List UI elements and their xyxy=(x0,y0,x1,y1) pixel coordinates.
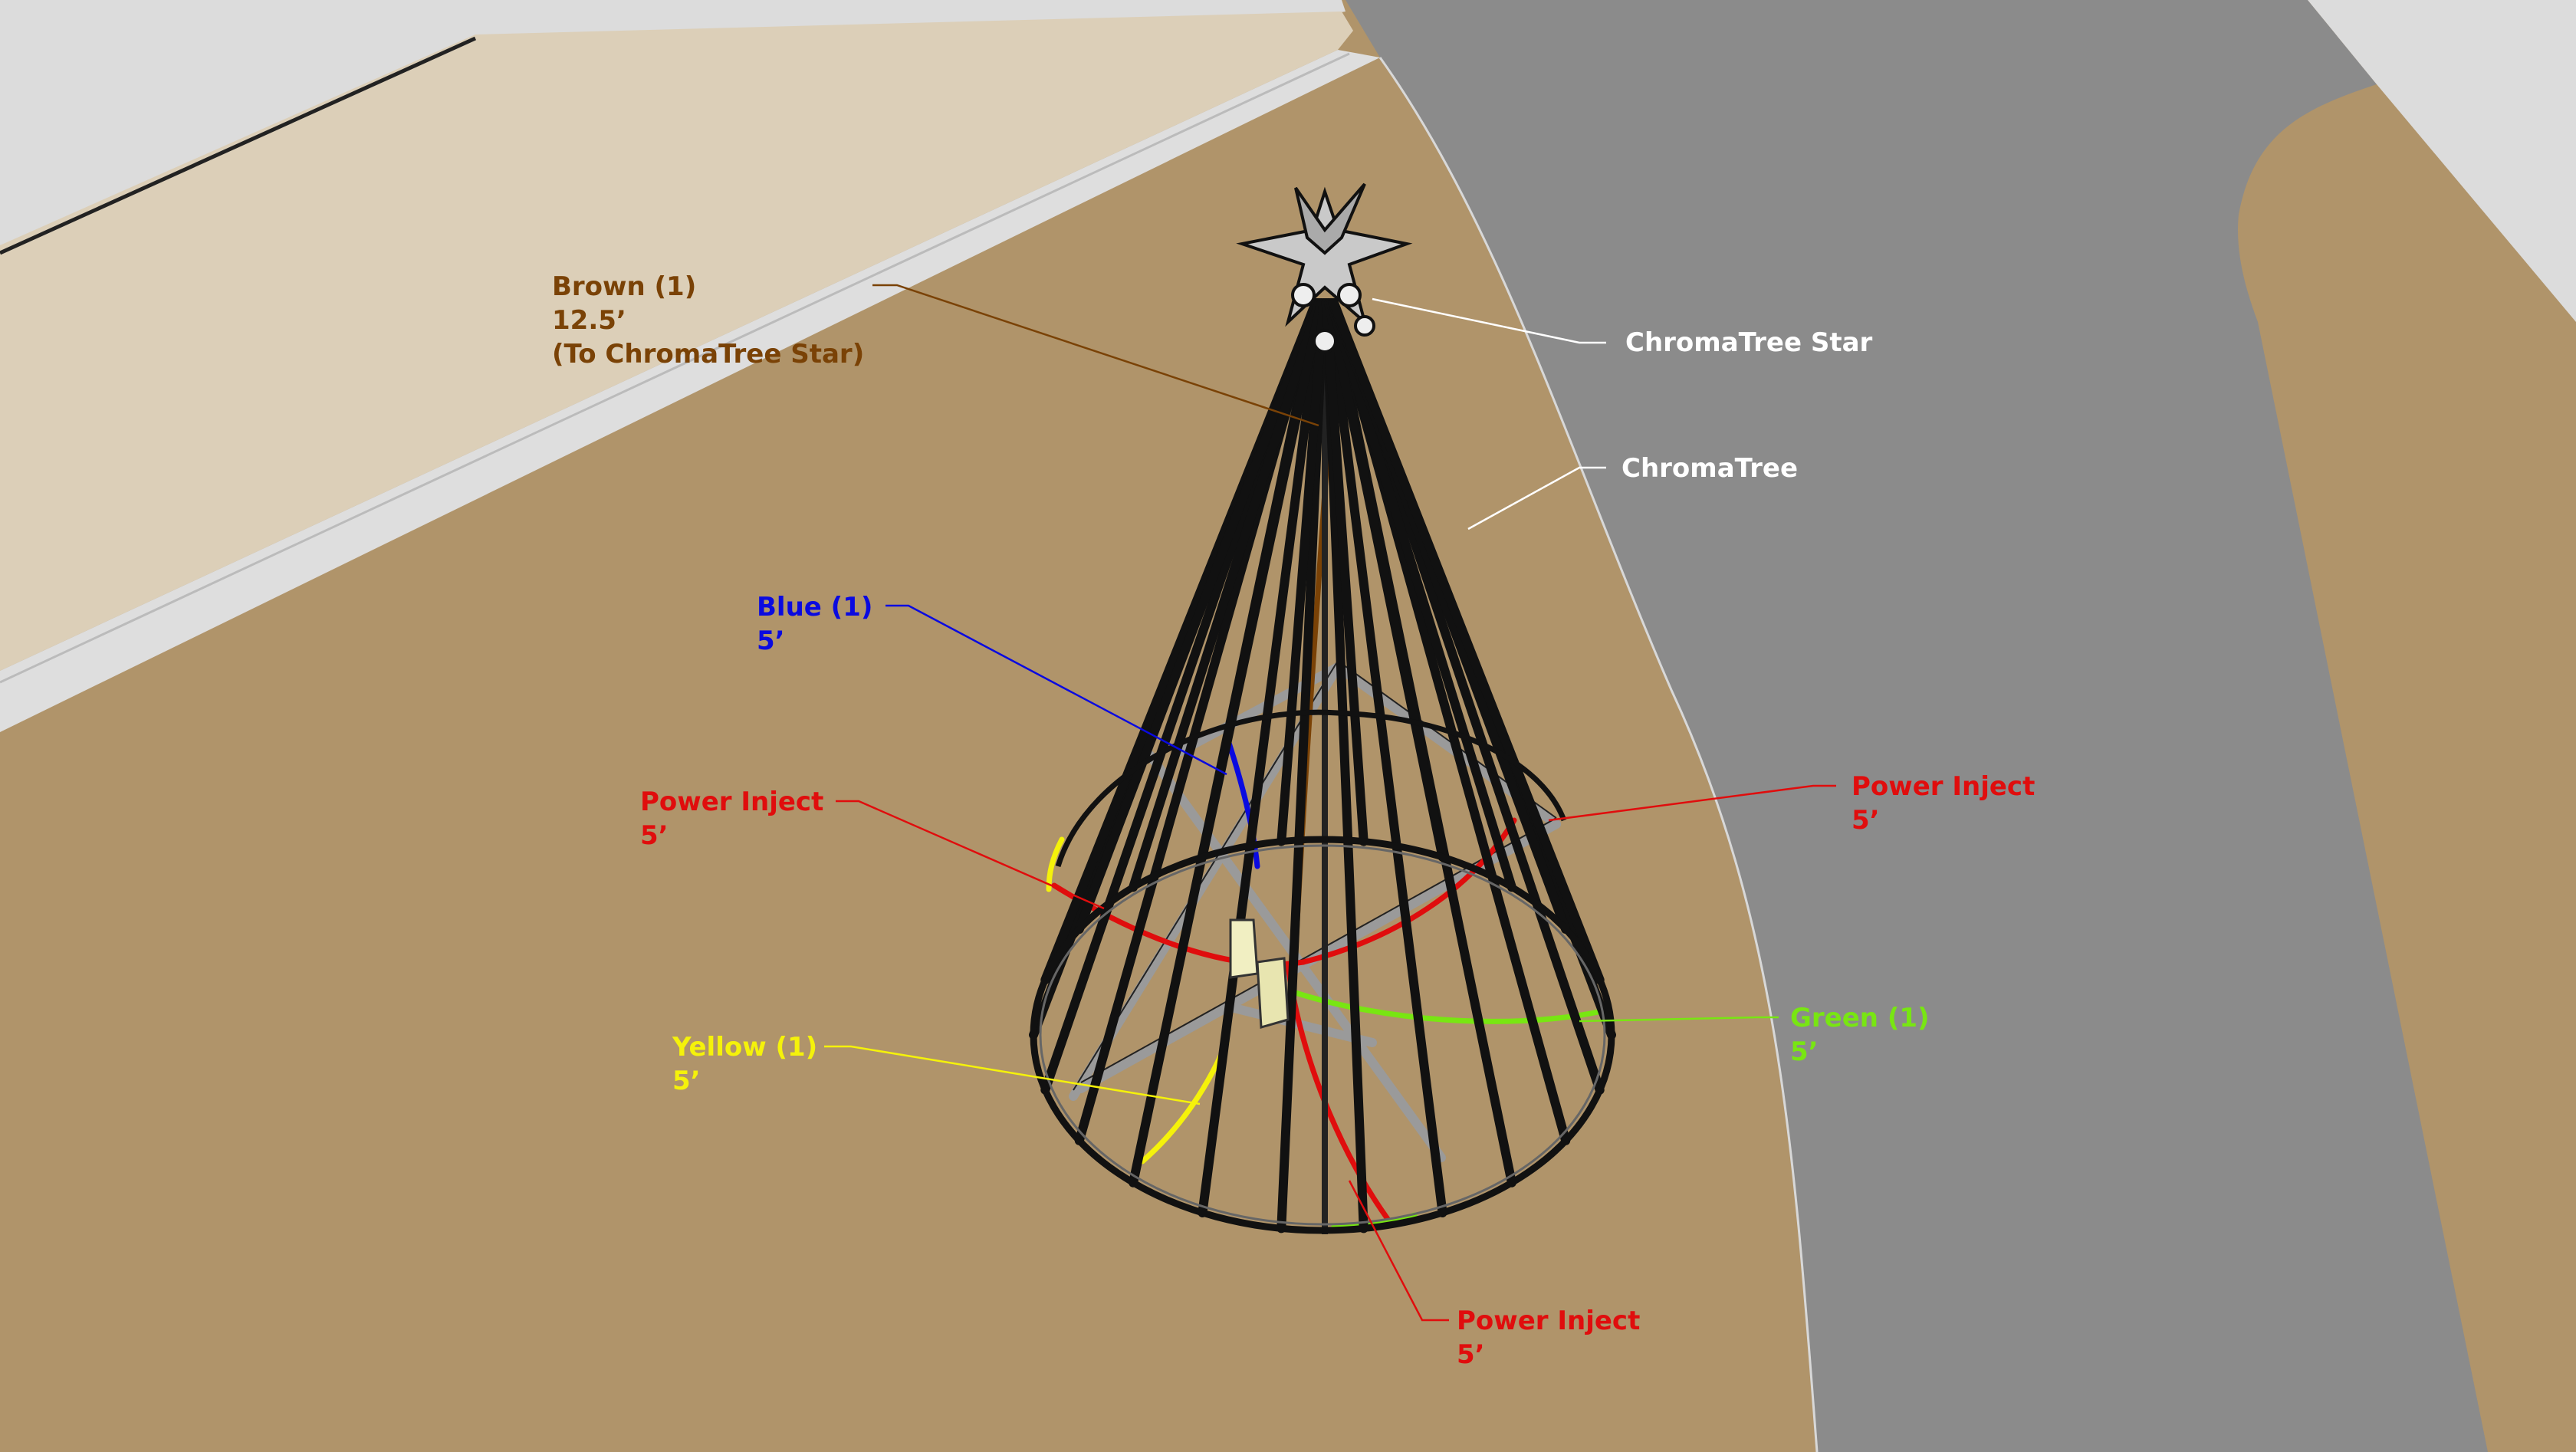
brown-label-line2: 12.5’ xyxy=(552,305,626,336)
upper-ring xyxy=(1055,709,1567,868)
curb xyxy=(0,50,1380,732)
cone-rod xyxy=(1326,298,1516,892)
yellow-wire-label: Yellow (1) 5’ xyxy=(672,1030,817,1098)
blue-wire xyxy=(1224,733,1260,869)
tree-leader xyxy=(1467,466,1606,531)
power-inject-right-label: Power Inject 5’ xyxy=(1852,770,2035,837)
chromatree-star xyxy=(1236,182,1413,353)
leader-lines xyxy=(824,284,1836,1322)
blue-label-line2: 5’ xyxy=(757,626,785,656)
chromatree-rods xyxy=(1029,298,1616,1234)
road xyxy=(1346,0,2488,1452)
cone-rod xyxy=(1198,298,1326,862)
brown-label-line3: (To ChromaTree Star) xyxy=(552,339,865,370)
star-leader xyxy=(1372,297,1606,344)
green-label-line2: 5’ xyxy=(1790,1036,1819,1067)
yellow-leader xyxy=(824,1045,1201,1105)
blue-label-line1: Blue (1) xyxy=(757,592,873,623)
top-right-pavement xyxy=(2308,0,2576,322)
cone-rod xyxy=(1323,298,1447,862)
curb-edge xyxy=(0,52,1350,684)
brown-label-line1: Brown (1) xyxy=(552,271,697,302)
blue-leader xyxy=(886,604,1227,776)
power-inject-left-label: Power Inject 5’ xyxy=(640,785,823,852)
controller-box xyxy=(1229,918,1290,1029)
star-label: ChromaTree Star xyxy=(1625,326,1872,360)
blue-wire-label: Blue (1) 5’ xyxy=(757,590,872,658)
green-leader xyxy=(1579,1016,1779,1023)
cone-rod xyxy=(1323,298,1447,1217)
inject-right-line1: Power Inject xyxy=(1852,771,2036,802)
brown-wire-label: Brown (1) 12.5’ (To ChromaTree Star) xyxy=(552,270,864,371)
green-wire xyxy=(1293,990,1602,1024)
inject-bottom-line1: Power Inject xyxy=(1457,1306,1641,1336)
cone-rod xyxy=(1198,298,1326,1217)
cone-rod xyxy=(1276,298,1329,1234)
road-edge-left xyxy=(1378,57,1819,1452)
tree-label-line1: ChromaTree xyxy=(1622,453,1798,484)
inject-left-line2: 5’ xyxy=(640,820,669,851)
star-label-line1: ChromaTree Star xyxy=(1625,327,1873,358)
base-ring-inner xyxy=(1039,844,1606,1226)
yellow-label-line2: 5’ xyxy=(672,1066,701,1096)
cone-rod xyxy=(1276,298,1329,846)
inject-bottom-leader xyxy=(1348,1180,1449,1322)
green-label-line1: Green (1) xyxy=(1790,1003,1930,1033)
cone-rod xyxy=(1329,298,1605,985)
power-inject-bottom-label: Power Inject 5’ xyxy=(1457,1304,1640,1372)
brown-leader xyxy=(872,284,1319,427)
inject-bottom-line2: 5’ xyxy=(1457,1339,1485,1370)
base-ring xyxy=(1030,836,1615,1234)
cone-rod xyxy=(1129,298,1324,892)
cone-rod xyxy=(1321,298,1368,846)
inject-right-line2: 5’ xyxy=(1852,805,1880,836)
gravel-strip xyxy=(0,11,1353,671)
green-wire-label: Green (1) 5’ xyxy=(1790,1001,1930,1069)
inject-left-line1: Power Inject xyxy=(640,787,824,817)
inject-right-leader xyxy=(1548,784,1836,822)
tree-label: ChromaTree xyxy=(1622,452,1798,485)
inject-left-leader xyxy=(836,800,1105,910)
gravel-edge xyxy=(0,36,477,255)
cone-rod xyxy=(1074,298,1322,935)
yellow-label-line1: Yellow (1) xyxy=(672,1032,818,1063)
